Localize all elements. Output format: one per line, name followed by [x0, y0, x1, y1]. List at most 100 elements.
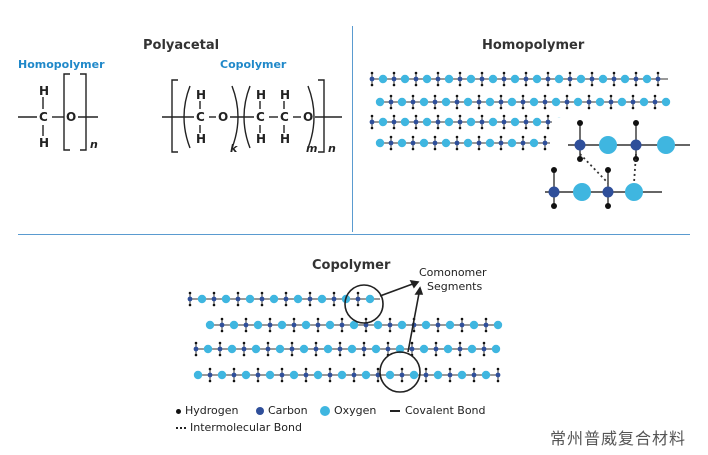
carbon-atom — [351, 372, 357, 378]
zoom-oxygen-atom — [599, 136, 617, 154]
homo-c: C — [39, 110, 48, 124]
segments-label: Segments — [427, 280, 483, 293]
oxygen-atom — [265, 370, 275, 380]
oxygen-atom — [371, 344, 381, 354]
hydrogen-atom — [480, 83, 484, 87]
hydrogen-atom — [304, 367, 308, 371]
oxygen-atom — [576, 74, 586, 84]
oxygen-atom — [289, 370, 299, 380]
carbon-atom — [633, 76, 639, 82]
hydrogen-atom — [634, 83, 638, 87]
hydrogen-atom — [388, 317, 392, 321]
hydrogen-atom — [524, 83, 528, 87]
carbon-atom — [476, 99, 482, 105]
hydrogen-atom — [208, 379, 212, 383]
hydrogen-atom — [392, 114, 396, 118]
carbon-atom — [375, 372, 381, 378]
co-subscript-k: k — [230, 142, 238, 155]
hydrogen-atom — [389, 135, 393, 139]
hydrogen-atom — [609, 94, 613, 98]
carbon-atom — [423, 372, 429, 378]
oxygen-atom — [221, 294, 231, 304]
carbon-atom — [608, 99, 614, 105]
hydrogen-atom — [340, 329, 344, 333]
oxygen-atom — [378, 74, 388, 84]
hydrogen-atom — [477, 147, 481, 151]
homo-h-bottom: H — [39, 136, 50, 150]
hydrogen-atom — [472, 379, 476, 383]
oxygen-atom — [205, 320, 215, 330]
hydrogen-atom — [436, 317, 440, 321]
carbon-atom — [520, 99, 526, 105]
oxygen-atom — [373, 320, 383, 330]
oxygen-atom — [598, 74, 608, 84]
vertical-divider — [352, 26, 353, 232]
hydrogen-atom — [482, 353, 486, 357]
oxygen-atom — [443, 344, 453, 354]
carbon-atom — [476, 140, 482, 146]
hydrogen-atom — [242, 353, 246, 357]
oxygen-atom — [529, 138, 539, 148]
hydrogen-swatch — [176, 408, 181, 414]
hydrogen-atom — [242, 341, 246, 345]
hydrogen-atom — [656, 71, 660, 75]
oxygen-atom — [642, 74, 652, 84]
hydrogen-atom — [376, 379, 380, 383]
zoom-hydrogen-atom — [633, 156, 639, 162]
oxygen-atom — [347, 344, 357, 354]
carbon-atom — [410, 99, 416, 105]
oxygen-atom — [661, 97, 671, 107]
oxygen-atom — [400, 74, 410, 84]
hydrogen-atom — [308, 291, 312, 295]
oxygen-atom — [293, 294, 303, 304]
hydrogen-atom — [543, 106, 547, 110]
hydrogen-atom — [266, 341, 270, 345]
hydrogen-atom — [480, 126, 484, 130]
oxygen-atom — [217, 370, 227, 380]
oxygen-atom — [323, 344, 333, 354]
carbon-atom — [217, 346, 223, 352]
carbon-atom — [388, 99, 394, 105]
oxygen-atom — [573, 97, 583, 107]
carbon-atom — [523, 76, 529, 82]
hydrogen-atom — [480, 71, 484, 75]
oxygen-atom — [277, 320, 287, 330]
carbon-atom — [545, 76, 551, 82]
carbon-atom — [409, 346, 415, 352]
hydrogen-atom — [389, 94, 393, 98]
oxygen-atom — [532, 74, 542, 84]
carbon-atom — [498, 99, 504, 105]
oxygen-atom — [317, 294, 327, 304]
hydrogen-atom — [340, 317, 344, 321]
oxygen-atom — [493, 320, 503, 330]
hydrogen-atom — [194, 353, 198, 357]
hydrogen-atom — [458, 83, 462, 87]
carbon-atom — [630, 99, 636, 105]
carbon-atom — [545, 119, 551, 125]
hydrogen-atom — [424, 367, 428, 371]
hydrogen-atom — [392, 71, 396, 75]
hydrogen-atom — [314, 341, 318, 345]
zoom-hydrogen-atom — [577, 120, 583, 126]
hydrogen-atom — [362, 341, 366, 345]
hydrogen-atom — [546, 83, 550, 87]
hydrogen-atom — [499, 135, 503, 139]
carbon-atom — [501, 119, 507, 125]
hydrogen-atom — [458, 353, 462, 357]
comonomer-label: Comonomer — [419, 266, 487, 279]
legend-covalent: Covalent Bond — [390, 404, 486, 417]
oxygen-atom — [313, 370, 323, 380]
carbon-atom — [391, 76, 397, 82]
oxygen-atom — [595, 97, 605, 107]
co-o-1: O — [218, 110, 229, 124]
hydrogen-atom — [244, 329, 248, 333]
hydrogen-atom — [524, 114, 528, 118]
oxygen-atom — [419, 138, 429, 148]
zoom-oxygen-atom — [657, 136, 675, 154]
hydrogen-atom — [436, 114, 440, 118]
hydrogen-atom — [656, 83, 660, 87]
oxygen-atom — [378, 117, 388, 127]
hydrogen-atom — [212, 303, 216, 307]
carbon-atom — [391, 119, 397, 125]
